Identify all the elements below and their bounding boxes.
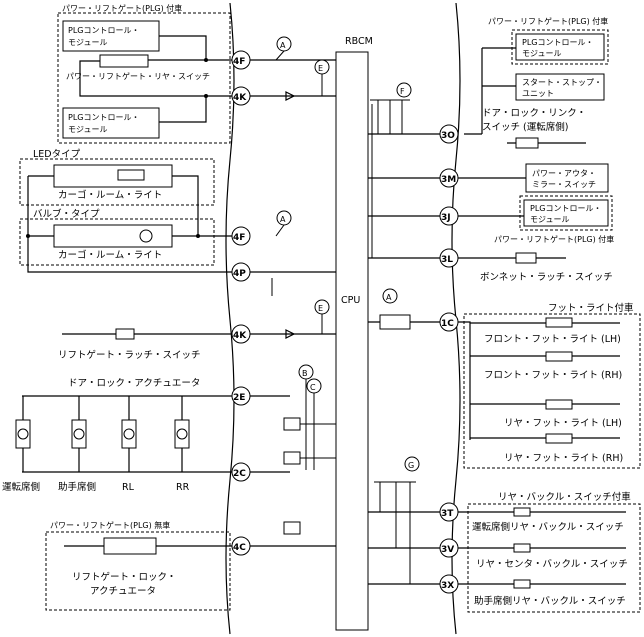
svg-text:フロント・フット・ライト (LH): フロント・フット・ライト (LH) [484,334,621,345]
svg-text:モジュール: モジュール [522,49,561,58]
svg-text:パワー・アウタ・: パワー・アウタ・ [532,169,596,178]
svg-text:リヤ・センタ・バックル・スイッチ: リヤ・センタ・バックル・スイッチ [476,559,628,570]
svg-text:モジュール: モジュール [530,215,569,224]
svg-text:B: B [302,369,308,378]
svg-text:ドア・ロック・リンク・: ドア・ロック・リンク・ [482,108,586,119]
svg-text:A: A [280,215,286,224]
svg-text:A: A [280,41,286,50]
right-plg-group-1 [511,29,609,65]
svg-text:3M: 3M [441,175,456,185]
svg-text:2E: 2E [233,393,245,403]
svg-text:2C: 2C [233,469,246,479]
svg-text:A: A [386,293,392,302]
svg-text:リヤ・フット・ライト (RH): リヤ・フット・ライト (RH) [504,453,623,464]
right-plg-group-2 [519,195,613,231]
svg-text:フロント・フット・ライト (RH): フロント・フット・ライト (RH) [484,370,622,381]
led-type-group [19,158,215,206]
svg-text:パワー・リフトゲート(PLG) 無車: パワー・リフトゲート(PLG) 無車 [50,520,170,530]
svg-text:助手席側: 助手席側 [58,481,96,493]
svg-text:4P: 4P [233,269,246,279]
svg-text:ボンネット・ラッチ・スイッチ: ボンネット・ラッチ・スイッチ [480,272,613,283]
svg-text:助手席側リヤ・バックル・スイッチ: 助手席側リヤ・バックル・スイッチ [474,595,626,607]
svg-text:E: E [318,304,323,313]
svg-text:3T: 3T [441,509,454,519]
left-plg-group [57,12,231,144]
lock-actuator [103,537,157,555]
bulb-type-label: バルブ・タイプ [33,208,100,220]
svg-text:ミラー・スイッチ: ミラー・スイッチ [532,180,596,189]
svg-text:1C: 1C [441,319,454,329]
svg-text:PLGコントロール・: PLGコントロール・ [522,38,593,47]
plg-module-1 [62,20,160,52]
svg-text:3O: 3O [441,131,455,141]
actuator-title: ドア・ロック・アクチュエータ [68,378,200,389]
svg-text:スタート・ストップ・: スタート・ストップ・ [522,78,602,87]
svg-text:スイッチ (運転席側): スイッチ (運転席側) [482,121,568,133]
svg-text:3X: 3X [441,581,454,591]
rear-switch-label: パワー・リフトゲート・リヤ・スイッチ [66,71,210,81]
svg-text:RL: RL [122,482,135,493]
svg-text:リヤ・バックル・スイッチ付車: リヤ・バックル・スイッチ付車 [498,491,631,503]
svg-text:4K: 4K [233,93,247,103]
cargo-light-bulb [53,224,173,248]
svg-text:F: F [400,87,405,96]
svg-text:E: E [318,64,323,73]
foot-light-group [463,313,641,469]
svg-text:PLGコントロール・: PLGコントロール・ [530,204,601,213]
svg-text:3V: 3V [441,545,454,555]
led-type-label: LEDタイプ [33,149,81,160]
svg-text:フット・ライト付車: フット・ライト付車 [548,302,634,314]
svg-text:カーゴ・ルーム・ライト: カーゴ・ルーム・ライト [58,189,162,201]
cargo-light-led [53,164,173,188]
svg-text:4F: 4F [233,233,245,243]
buckle-group [467,503,641,613]
rbcm-left-edge [225,2,235,635]
svg-text:PLGコントロール・: PLGコントロール・ [68,113,139,122]
plg-module-2 [62,107,160,139]
rbcm-label: RBCM [345,36,373,47]
start-stop-unit [515,73,605,101]
svg-text:アクチュエータ: アクチュエータ [90,586,156,597]
svg-text:4K: 4K [233,331,247,341]
svg-text:3L: 3L [441,255,453,265]
svg-text:モジュール: モジュール [68,125,107,134]
svg-text:リフトゲート・ラッチ・スイッチ: リフトゲート・ラッチ・スイッチ [58,349,201,361]
svg-text:4C: 4C [233,543,246,553]
svg-text:運転席側: 運転席側 [2,481,40,493]
rear-switch-box [99,54,149,68]
svg-text:ユニット: ユニット [522,89,554,98]
svg-text:PLGコントロール・: PLGコントロール・ [68,26,139,35]
bonnet-switch [515,252,537,264]
foot-lights [470,317,620,444]
svg-text:リフトゲート・ロック・: リフトゲート・ロック・ [72,571,176,583]
plg-none-group [45,531,231,611]
svg-text:パワー・リフトゲート(PLG) 付車: パワー・リフトゲート(PLG) 付車 [488,16,608,26]
svg-text:4F: 4F [233,57,245,67]
svg-text:モジュール: モジュール [68,38,107,47]
svg-text:G: G [408,461,414,470]
cpu-label: CPU [341,295,360,306]
svg-text:3J: 3J [441,213,451,223]
outer-mirror-switch [525,163,609,193]
liftgate-latch-switch [115,328,135,340]
svg-text:運転席側リヤ・バックル・スイッチ: 運転席側リヤ・バックル・スイッチ [472,521,624,533]
bulb-type-group [19,218,215,266]
actuator-motors [15,396,190,472]
svg-text:RR: RR [176,482,190,493]
cpu-box [335,51,369,631]
svg-text:カーゴ・ルーム・ライト: カーゴ・ルーム・ライト [58,249,162,261]
svg-text:リヤ・フット・ライト (LH): リヤ・フット・ライト (LH) [504,418,622,429]
svg-text:パワー・リフトゲート(PLG) 付車: パワー・リフトゲート(PLG) 付車 [494,234,614,244]
svg-text:C: C [310,383,316,392]
left-plg-title: パワー・リフトゲート(PLG) 付車 [62,3,182,13]
